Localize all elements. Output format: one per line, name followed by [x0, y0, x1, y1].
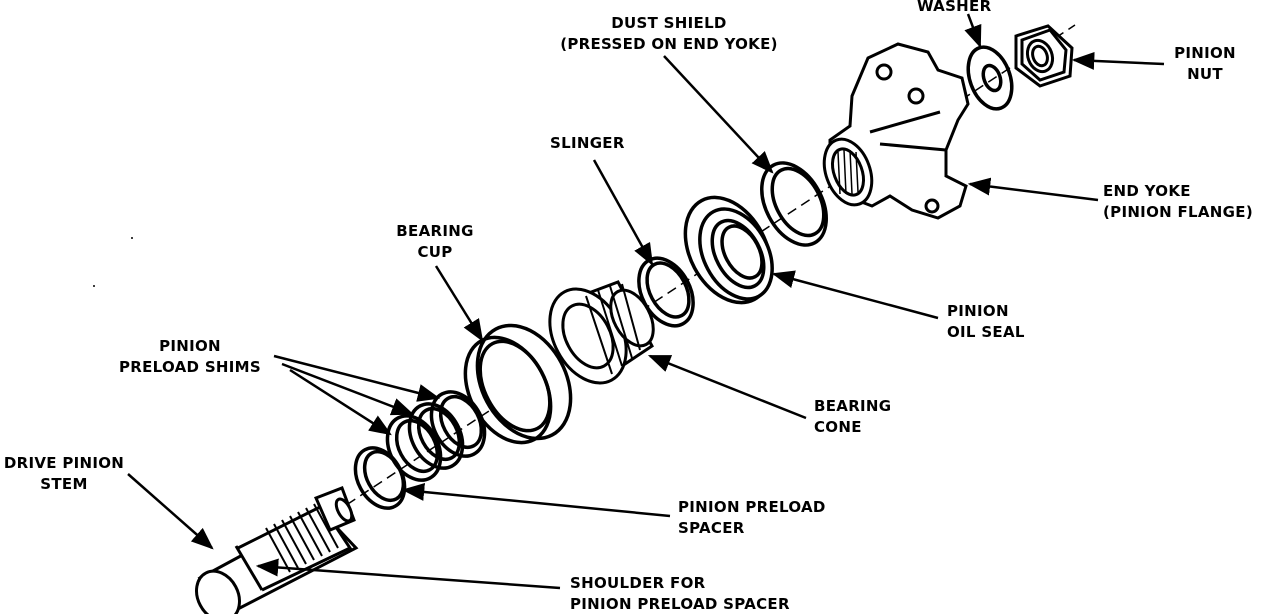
- label-dust-shield-line2: (PRESSED ON END YOKE): [560, 35, 778, 53]
- leader-washer: [964, 13, 982, 49]
- bearing-cup: [463, 323, 574, 445]
- end-yoke: [822, 42, 970, 220]
- label-pinion-preload-spacer: PINION PRELOAD SPACER: [678, 497, 826, 539]
- leader-slinger: [592, 159, 654, 266]
- drive-pinion-stem: [195, 486, 359, 614]
- label-pinion-oil-seal-line2: OIL SEAL: [947, 323, 1025, 341]
- label-end-yoke-line2: (PINION FLANGE): [1103, 203, 1253, 221]
- leader-shoulder: [255, 558, 561, 590]
- label-end-yoke-line1: END YOKE: [1103, 182, 1191, 200]
- leader-pinion-oil-seal: [771, 270, 939, 320]
- label-slinger-line1: SLINGER: [550, 134, 625, 152]
- label-pinion-preload-shims-line2: PRELOAD SHIMS: [118, 358, 261, 376]
- label-washer-line1: WASHER: [917, 0, 992, 15]
- label-pinion-preload-shims-line1: PINION: [159, 337, 221, 355]
- label-slinger: SLINGER: [550, 133, 625, 154]
- label-shoulder-line1: SHOULDER FOR: [570, 574, 706, 592]
- label-bearing-cone-line2: CONE: [814, 418, 862, 436]
- pinion-preload-spacer: [353, 446, 407, 510]
- label-pinion-oil-seal: PINION OIL SEAL: [947, 301, 1025, 343]
- label-pinion-nut: PINION NUT: [1160, 43, 1250, 85]
- leader-shims-1: [273, 354, 441, 402]
- label-drive-pinion-stem-line1: DRIVE PINION: [3, 454, 125, 472]
- label-drive-pinion-stem: DRIVE PINION STEM: [0, 453, 128, 495]
- label-pinion-nut-line2: NUT: [1187, 65, 1223, 83]
- label-bearing-cup-line1: BEARING: [396, 222, 474, 240]
- label-pinion-nut-line1: PINION: [1174, 44, 1236, 62]
- leader-drive-pinion-stem: [127, 473, 214, 550]
- leader-bearing-cup: [434, 265, 484, 342]
- label-shoulder: SHOULDER FOR PINION PRELOAD SPACER: [570, 573, 790, 615]
- leader-pinion-preload-spacer: [401, 483, 671, 518]
- label-pinion-oil-seal-line1: PINION: [947, 302, 1009, 320]
- label-dust-shield: DUST SHIELD (PRESSED ON END YOKE): [549, 13, 789, 55]
- leader-pinion-nut: [1071, 51, 1165, 70]
- pinion-preload-shims: [385, 390, 487, 482]
- label-shoulder-line2: PINION PRELOAD SPACER: [570, 595, 790, 613]
- label-pinion-preload-spacer-line2: SPACER: [678, 519, 745, 537]
- leader-end-yoke: [967, 177, 1099, 202]
- leader-dust-shield: [663, 55, 774, 174]
- label-end-yoke: END YOKE (PINION FLANGE): [1103, 181, 1253, 223]
- bearing-cone: [548, 280, 655, 385]
- pinion-oil-seal: [683, 195, 774, 305]
- label-dust-shield-line1: DUST SHIELD: [611, 14, 727, 32]
- label-pinion-preload-shims: PINION PRELOAD SHIMS: [110, 336, 270, 378]
- label-bearing-cone: BEARING CONE: [814, 396, 891, 438]
- leader-lines: [127, 13, 1165, 590]
- leader-shims-2: [281, 362, 415, 416]
- leader-shims-3: [289, 368, 392, 436]
- label-bearing-cone-line1: BEARING: [814, 397, 892, 415]
- label-bearing-cup: BEARING CUP: [385, 221, 485, 263]
- label-washer: WASHER: [917, 0, 991, 17]
- leader-bearing-cone: [647, 354, 807, 420]
- pinion-nut: [1014, 24, 1074, 88]
- label-pinion-preload-spacer-line1: PINION PRELOAD: [678, 498, 826, 516]
- label-drive-pinion-stem-line2: STEM: [40, 475, 88, 493]
- label-bearing-cup-line2: CUP: [417, 243, 453, 261]
